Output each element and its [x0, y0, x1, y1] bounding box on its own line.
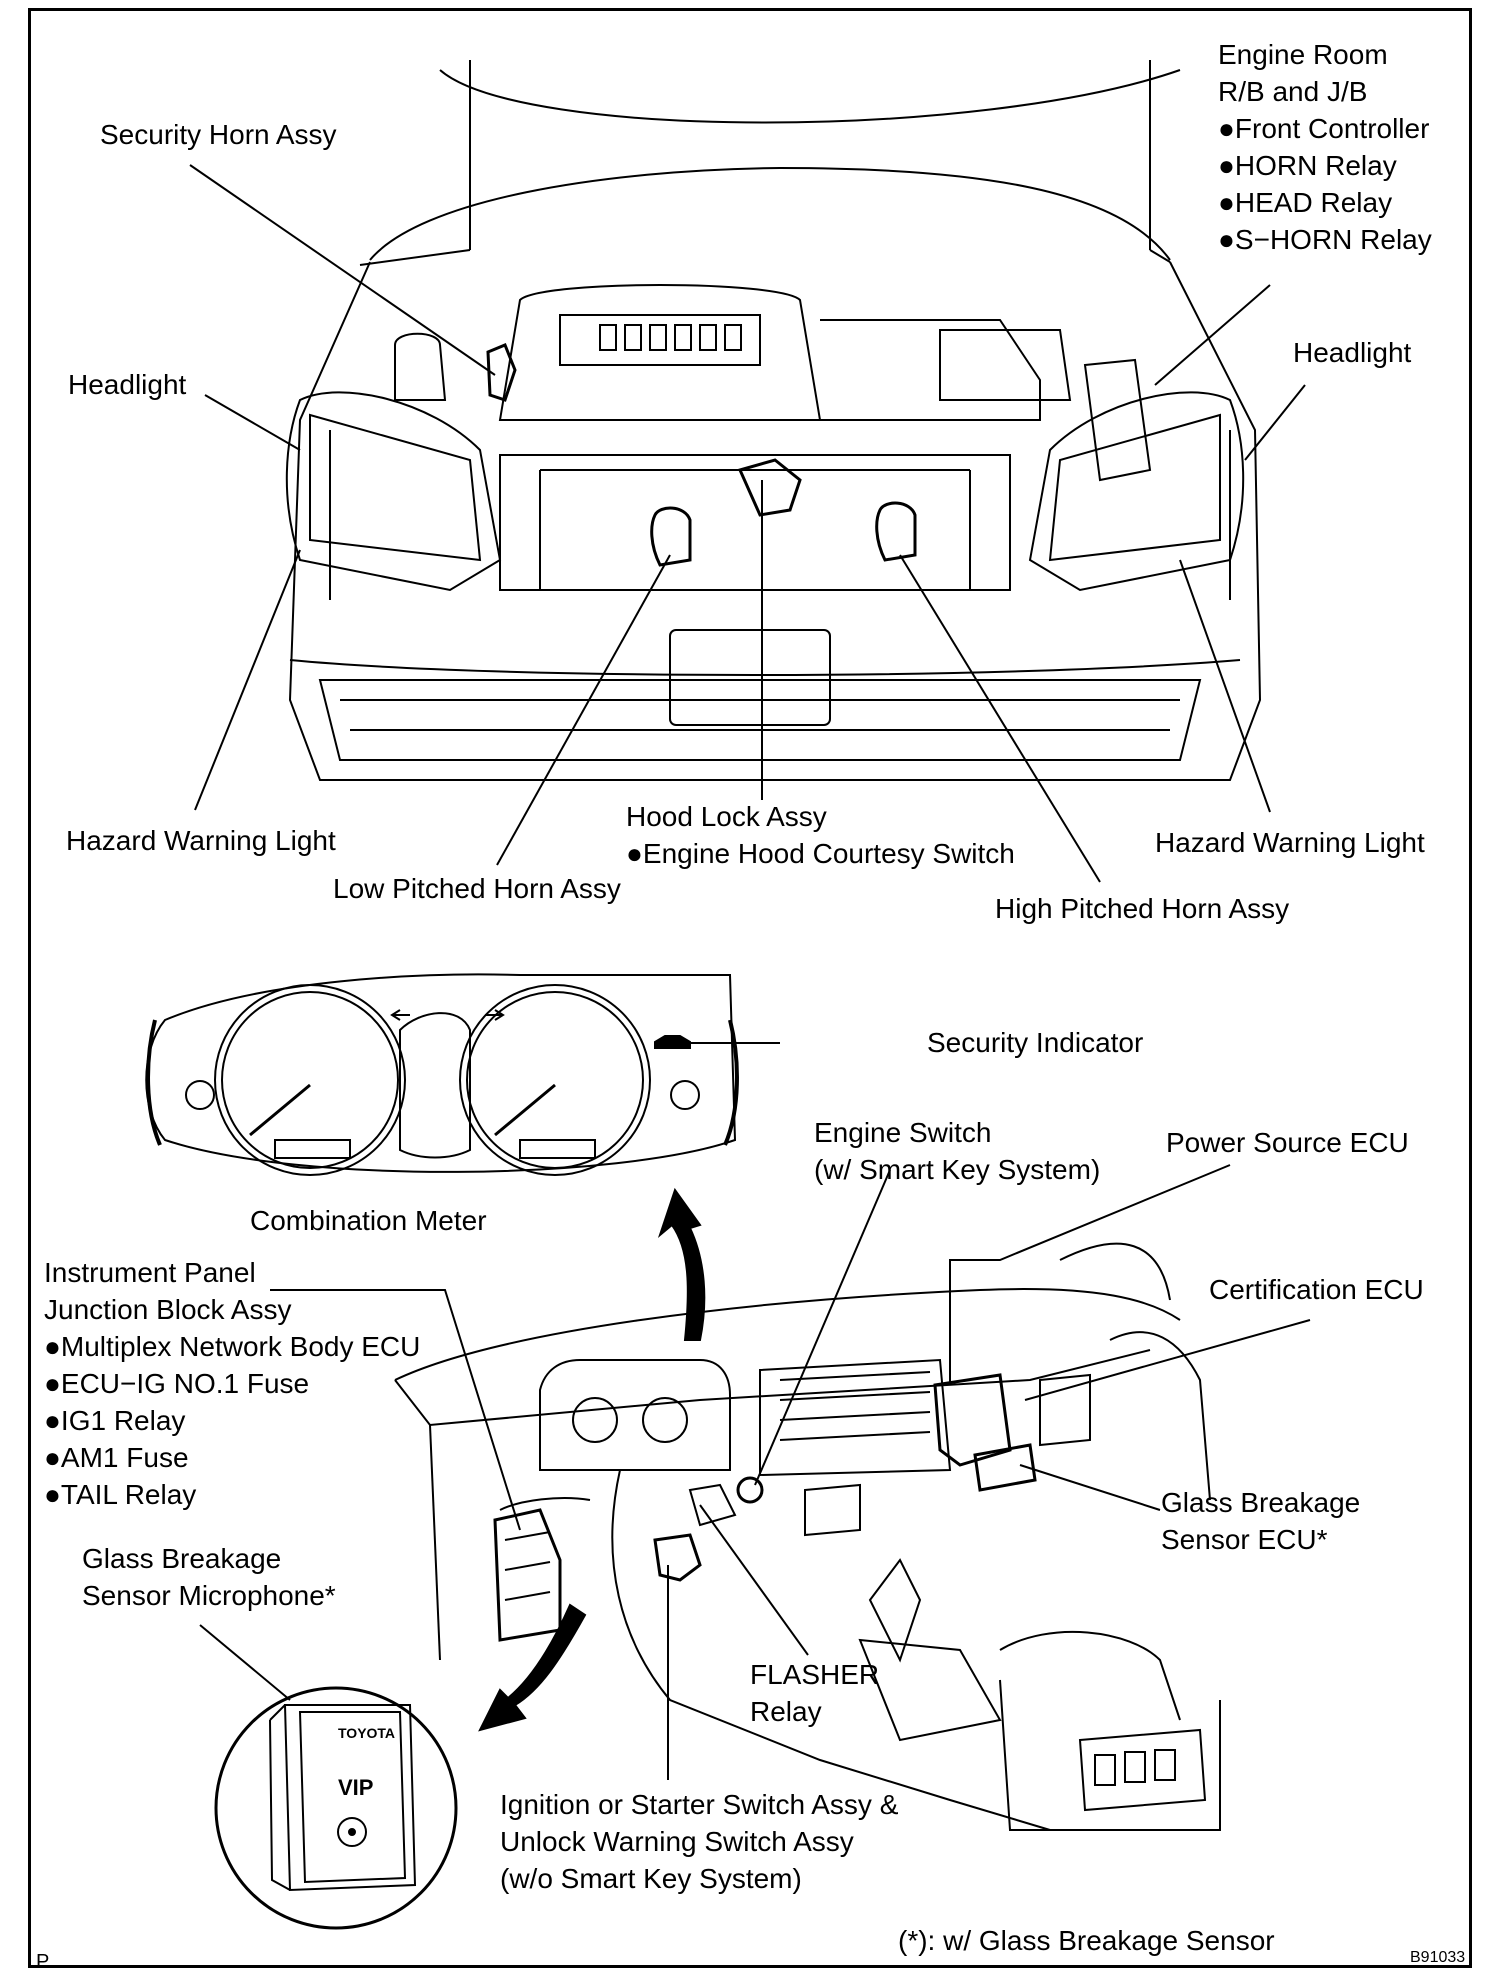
label-security-indicator: Security Indicator: [927, 1027, 1144, 1058]
label-security-horn: Security Horn Assy: [100, 119, 337, 150]
label-headlight-right: Headlight: [1293, 337, 1412, 368]
corner-mark: P: [36, 1951, 50, 1973]
label-hazard-left: Hazard Warning Light: [66, 825, 336, 856]
label-ignition-switch: Ignition or Starter Switch Assy & Unlock…: [500, 1789, 899, 1894]
engine-bay-leader-lines: [189, 164, 1306, 883]
label-engine-switch: Engine Switch (w/ Smart Key System): [814, 1117, 1101, 1185]
label-certification-ecu: Certification ECU: [1209, 1274, 1424, 1305]
dashboard-leader-lines: [199, 1164, 1311, 1780]
label-glass-breakage-mic: Glass Breakage Sensor Microphone*: [82, 1543, 336, 1611]
label-power-source-ecu: Power Source ECU: [1166, 1127, 1409, 1158]
label-hazard-right: Hazard Warning Light: [1155, 827, 1425, 858]
label-engine-room: Engine Room R/B and J/B ●Front Controlle…: [1218, 39, 1432, 255]
microphone-model-text: VIP: [338, 1775, 373, 1800]
combination-meter-drawing: [145, 973, 739, 1176]
label-hood-lock: Hood Lock Assy ●Engine Hood Courtesy Swi…: [626, 801, 1015, 869]
label-headlight-left: Headlight: [68, 369, 187, 400]
dashboard-drawing: [394, 1242, 1221, 1831]
label-instrument-panel-jb: Instrument Panel Junction Block Assy ●Mu…: [44, 1257, 421, 1510]
label-combination-meter: Combination Meter: [250, 1205, 487, 1236]
microphone-brand-text: TOYOTA: [338, 1725, 395, 1741]
figure-frame: [28, 8, 1472, 1968]
figure-code: B91033: [1410, 1949, 1466, 1966]
label-low-pitched-horn: Low Pitched Horn Assy: [333, 873, 621, 904]
arrow-to-microphone-icon: [478, 1603, 587, 1732]
vehicle-front-drawing: [285, 60, 1262, 781]
label-high-pitched-horn: High Pitched Horn Assy: [995, 893, 1290, 924]
label-glass-breakage-ecu: Glass Breakage Sensor ECU*: [1161, 1487, 1361, 1555]
arrow-to-meter-icon: [657, 1187, 706, 1341]
footnote: (*): w/ Glass Breakage Sensor: [898, 1925, 1275, 1956]
label-flasher-relay: FLASHER Relay: [750, 1659, 880, 1727]
glass-breakage-microphone-inset: [214, 1686, 458, 1930]
